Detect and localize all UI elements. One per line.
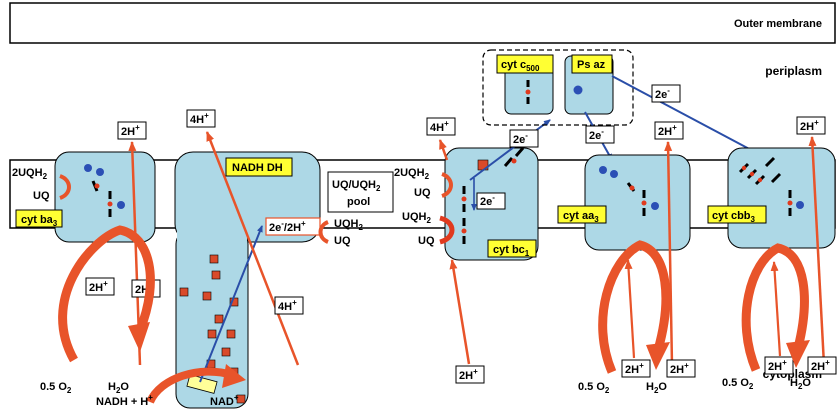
svg-text:UQ/UQH2: UQ/UQH2 [332, 179, 381, 193]
cbb3-proton-out-box: 2H+ [797, 117, 825, 134]
ba3-proton-in-box-1: 2H+ [86, 278, 114, 295]
aa3-h2o-label: H2O [646, 381, 667, 395]
cbb3-o2-label: 0.5 O2 [722, 377, 754, 391]
heme-icon [758, 178, 762, 182]
ba3-proton-out-box: 2H+ [118, 122, 146, 139]
ps-az-carrier: Ps az [565, 55, 613, 114]
heme-icon [788, 201, 793, 206]
copper-center-icon [574, 86, 583, 95]
svg-text:2e-/2H+: 2e-/2H+ [269, 219, 306, 234]
bc1-2uqh2-label: 2UQH2 [394, 167, 430, 181]
copper-center-icon [599, 166, 607, 174]
aa3-proton-in-box-2: 2H+ [667, 360, 695, 377]
heme-icon [630, 186, 635, 191]
cbb3-proton-in-box-1: 2H+ [765, 357, 793, 374]
heme-icon [526, 90, 531, 95]
cyt-c500-carrier: cyt c500 [497, 55, 553, 114]
ba3-2uqh2-label: 2UQH2 [12, 167, 48, 181]
ps-az-label: Ps az [577, 59, 606, 71]
copper-center-icon [651, 202, 659, 210]
periplasm-label: periplasm [765, 64, 822, 78]
cbb3-2e-box: 2e- [652, 85, 680, 102]
aa3-proton-out-box: 2H+ [655, 122, 683, 139]
heme-icon [642, 201, 647, 206]
nadh-2e-2h-box: 2e-/2H+ [266, 218, 320, 235]
nadh-4h-in-box: 4H+ [275, 297, 303, 314]
bc1-uq-top-label: UQ [414, 187, 431, 199]
nadh-substrate-label: NADH + H+ [96, 393, 153, 408]
copper-center-icon [84, 164, 92, 172]
cyt-ba3-label: cyt ba3 [21, 214, 58, 228]
aa3-proton-in-box-1: 2H+ [622, 360, 650, 377]
heme-icon [512, 159, 517, 164]
copper-center-icon [610, 170, 618, 178]
uq-pool-box: UQ/UQH2 pool [328, 172, 393, 212]
bc1-proton-uptake-arrow [452, 260, 469, 364]
heme-icon [108, 202, 113, 207]
heme-icon [750, 172, 754, 176]
aa3-chemical-proton-arrow [628, 260, 634, 358]
copper-center-icon [96, 168, 104, 176]
ba3-o2-label: 0.5 O2 [40, 381, 72, 395]
cbb3-chemical-proton-arrow [774, 262, 780, 356]
carrier-to-cbb3-electron-arrow [612, 76, 770, 160]
heme-icon [462, 197, 467, 202]
heme-icon [742, 166, 746, 170]
pool-uq-label: UQ [334, 235, 351, 247]
cyt-aa3-label: cyt aa3 [563, 210, 599, 224]
cyt-bc1-label: cyt bc1 [493, 244, 530, 258]
outer-membrane-label: Outer membrane [734, 18, 822, 30]
cyt-cbb3-label: cyt cbb3 [712, 210, 756, 224]
cbb3-proton-in-box-2: 2H+ [808, 357, 836, 374]
outer-membrane: Outer membrane [10, 3, 835, 43]
copper-center-icon [117, 201, 125, 209]
bc1-2e-out-box: 2e- [510, 130, 538, 147]
aa3-2e-box: 2e- [586, 126, 614, 143]
nadh-4h-out-box: 4H+ [187, 110, 215, 127]
heme-icon [462, 229, 467, 234]
bc1-2e-inner-box: 2e- [477, 193, 505, 209]
bc1-uq-bottom-label: UQ [418, 235, 435, 247]
nadh-dh-label: NADH DH [232, 162, 283, 174]
bc1-2h-in-box: 2H+ [456, 366, 484, 383]
heme-icon [95, 184, 100, 189]
ba3-uq-label: UQ [33, 190, 50, 202]
aa3-o2-label: 0.5 O2 [578, 381, 610, 395]
bc1-4h-out-box: 4H+ [427, 118, 455, 135]
bc1-proton-release-arrow [440, 140, 447, 160]
svg-text:pool: pool [347, 196, 370, 208]
ba3-h2o-label: H2O [108, 381, 129, 395]
copper-center-icon [796, 201, 804, 209]
